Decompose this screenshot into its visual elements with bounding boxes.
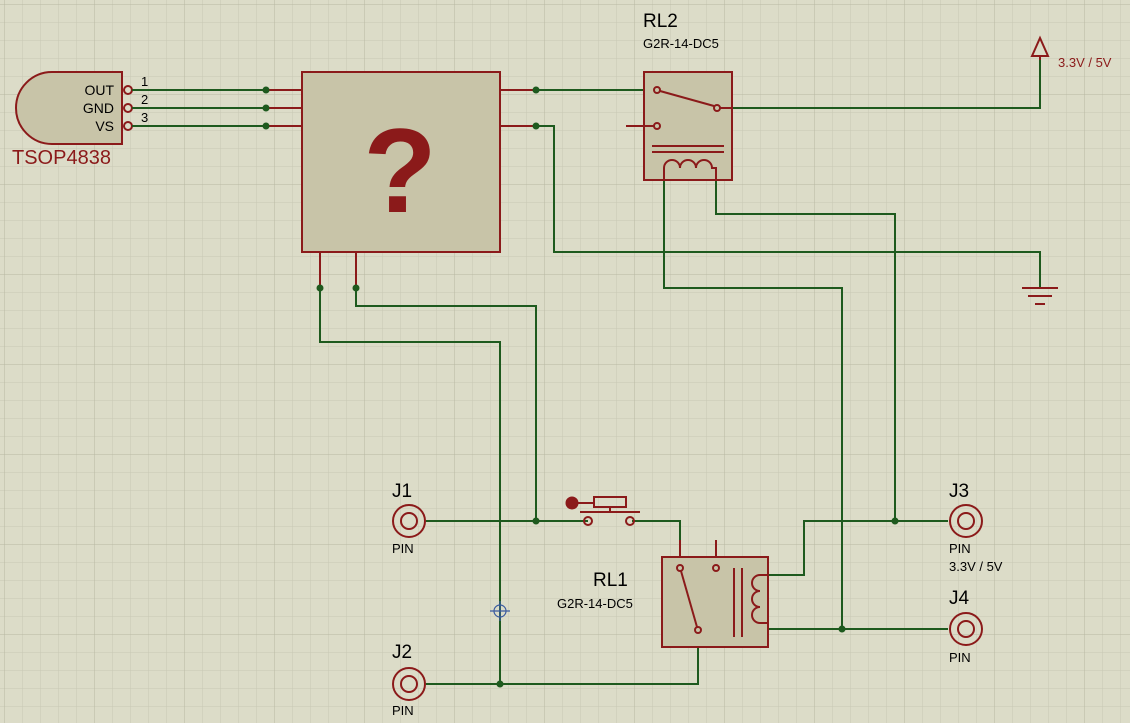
tsop-pin-num-3: 3 <box>141 110 148 125</box>
wires-tsop <box>132 86 302 130</box>
tsop-pin-label-out: OUT <box>84 82 114 98</box>
rl1-ref: RL1 <box>593 570 628 591</box>
wires-main <box>316 56 1041 688</box>
question-mark-icon: ? <box>363 104 436 238</box>
rl2-ref: RL2 <box>643 11 678 32</box>
j1-ref: J1 <box>392 481 412 502</box>
j2-type: PIN <box>392 703 414 718</box>
j3-type: PIN <box>949 541 971 556</box>
tsop-name: TSOP4838 <box>12 147 111 169</box>
pushbutton-switch[interactable] <box>565 496 640 526</box>
power-terminal[interactable]: 3.3V / 5V <box>1030 35 1112 70</box>
tsop4838-sensor[interactable]: OUT GND VS 1 2 3 TSOP4838 <box>12 71 148 169</box>
rl2-part: G2R-14-DC5 <box>643 36 719 51</box>
tsop-pin-label-gnd: GND <box>83 100 114 116</box>
unknown-module[interactable]: ? <box>301 71 536 288</box>
tsop-pin-num-2: 2 <box>141 92 148 107</box>
tsop-pin-num-1: 1 <box>141 74 148 89</box>
j2-ref: J2 <box>392 642 412 663</box>
connector-j3[interactable]: J3 PIN 3.3V / 5V <box>949 481 1003 574</box>
j3-note: 3.3V / 5V <box>949 559 1003 574</box>
connector-j4[interactable]: J4 PIN <box>949 588 983 665</box>
j3-ref: J3 <box>949 481 969 502</box>
power-label: 3.3V / 5V <box>1058 55 1112 70</box>
connector-j1[interactable]: J1 PIN <box>392 481 426 556</box>
rl1-part: G2R-14-DC5 <box>557 596 633 611</box>
j1-type: PIN <box>392 541 414 556</box>
relay-rl1[interactable]: RL1 G2R-14-DC5 <box>557 540 769 648</box>
tsop-pin-label-vs: VS <box>95 118 114 134</box>
crosshair-cursor-icon <box>490 601 510 621</box>
j4-ref: J4 <box>949 588 970 609</box>
ground-icon[interactable] <box>1022 287 1058 305</box>
j4-type: PIN <box>949 650 971 665</box>
connector-j2[interactable]: J2 PIN <box>392 642 426 718</box>
relay-rl2[interactable]: RL2 G2R-14-DC5 <box>626 11 733 181</box>
